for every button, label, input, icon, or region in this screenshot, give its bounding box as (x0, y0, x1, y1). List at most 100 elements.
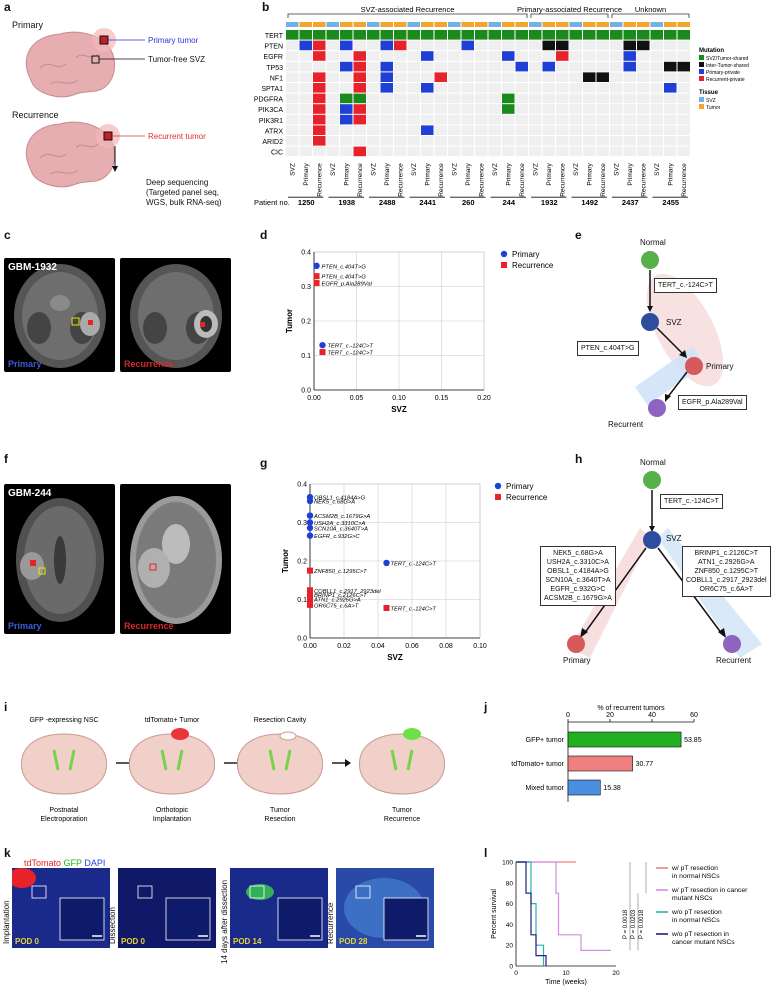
x-tick-label: 0.00 (307, 395, 321, 402)
grid-cell (313, 146, 326, 157)
step-bottom-label: Recurrence (384, 816, 420, 823)
grid-cell (380, 51, 393, 61)
grid-cell (677, 93, 690, 104)
grid-cell (407, 40, 420, 51)
schematic-step: GFP -expressing NSCPostnatalElectroporat… (21, 717, 107, 823)
mutation-cell (488, 30, 501, 40)
mutation-cell (448, 30, 461, 40)
mutation-cell (340, 114, 353, 125)
y-axis-label: Tumor (285, 309, 294, 333)
tumor-free-svz-label: Tumor-free SVZ (148, 55, 206, 64)
grid-cell (610, 61, 623, 72)
grid-cell (542, 104, 555, 114)
sample-label: SVZ (573, 163, 580, 176)
sample-label: SVZ (533, 163, 540, 176)
grid-cell (596, 136, 609, 146)
step-bottom-label: Tumor (270, 807, 291, 814)
svz-highlight (52, 749, 76, 771)
mutation-cell (380, 72, 393, 82)
grid-cell (569, 72, 582, 82)
grid-cell (515, 104, 528, 114)
grid-cell (299, 114, 312, 125)
grid-cell (394, 114, 407, 125)
grid-cell (367, 51, 380, 61)
legend-swatch (699, 97, 704, 102)
grid-cell (421, 104, 434, 114)
grid-cell (434, 136, 447, 146)
grid-cell (475, 83, 488, 93)
grid-cell (623, 93, 636, 104)
grid-cell (677, 40, 690, 51)
grid-cell (286, 72, 299, 82)
grid-cell (421, 40, 434, 51)
x-tick-label: 0.15 (435, 395, 449, 402)
mutation-cell (664, 30, 677, 40)
tissue-cell (407, 22, 420, 27)
mutation-cell (421, 83, 434, 93)
tissue-cell (448, 22, 461, 27)
x-axis-label: SVZ (387, 653, 403, 662)
point-label: PTEN_c.404T>G (322, 275, 367, 281)
grid-cell (353, 136, 366, 146)
gene-label: CIC (271, 150, 283, 157)
panel-c-label: c (4, 228, 11, 242)
value-label: 30.77 (636, 761, 654, 768)
grid-cell (542, 51, 555, 61)
step-bottom-label: Tumor (392, 807, 413, 814)
mutation-box-e1: TERT_c.-124C>T (654, 278, 717, 293)
grid-cell (583, 93, 596, 104)
grid-cell (394, 104, 407, 114)
k-channel-legend: tdTomato GFP DAPI (24, 858, 106, 868)
brain-illustration-recurrence (25, 121, 145, 188)
x-tick-label: 0.08 (439, 643, 453, 650)
grid-cell (677, 51, 690, 61)
grid-cell (637, 146, 650, 157)
grid-cell (664, 114, 677, 125)
grid-cell (326, 114, 339, 125)
grid-cell (407, 51, 420, 61)
mutation-cell (434, 72, 447, 82)
grid-cell (380, 125, 393, 135)
grid-cell (596, 40, 609, 51)
grid-cell (488, 125, 501, 135)
node-normal-e: Normal (640, 238, 666, 247)
tissue-cell (583, 22, 596, 27)
bar (567, 779, 601, 796)
mutation-cell (380, 30, 393, 40)
tissue-cell (434, 22, 447, 27)
mutation-cell (380, 61, 393, 72)
y-tick-label: 0.4 (301, 250, 311, 257)
grid-cell (488, 93, 501, 104)
grid-cell (448, 72, 461, 82)
grid-cell (475, 104, 488, 114)
legend-label: Primary (506, 482, 534, 491)
mutation-cell (515, 61, 528, 72)
mutation-cell (353, 61, 366, 72)
mutation-cell (313, 104, 326, 114)
mutation-cell (596, 30, 609, 40)
mutation-cell (610, 30, 623, 40)
panel-e-label: e (575, 228, 582, 242)
mri-title-gbm244: GBM-244 (8, 488, 52, 499)
panel-h-label: h (575, 452, 583, 466)
grid-cell (583, 136, 596, 146)
grid-cell (340, 83, 353, 93)
grid-cell (650, 125, 663, 135)
grid-cell (461, 125, 474, 135)
grid-cell (380, 136, 393, 146)
recurrence-heading: Recurrence (12, 110, 59, 120)
grid-cell (677, 72, 690, 82)
mutation-cell (286, 30, 299, 40)
mutation-cell (326, 30, 339, 40)
grid-cell (650, 83, 663, 93)
mutation-cell (353, 146, 366, 157)
pod-label: POD 28 (339, 937, 368, 946)
mutation-cell (596, 72, 609, 82)
grid-cell (596, 61, 609, 72)
legend-marker (500, 250, 508, 258)
pod-label: POD 14 (233, 937, 262, 946)
k-side-label: Implantation (2, 900, 11, 944)
panel-l-label: l (484, 846, 488, 860)
grid-cell (407, 114, 420, 125)
panel-d-label: d (260, 228, 268, 242)
